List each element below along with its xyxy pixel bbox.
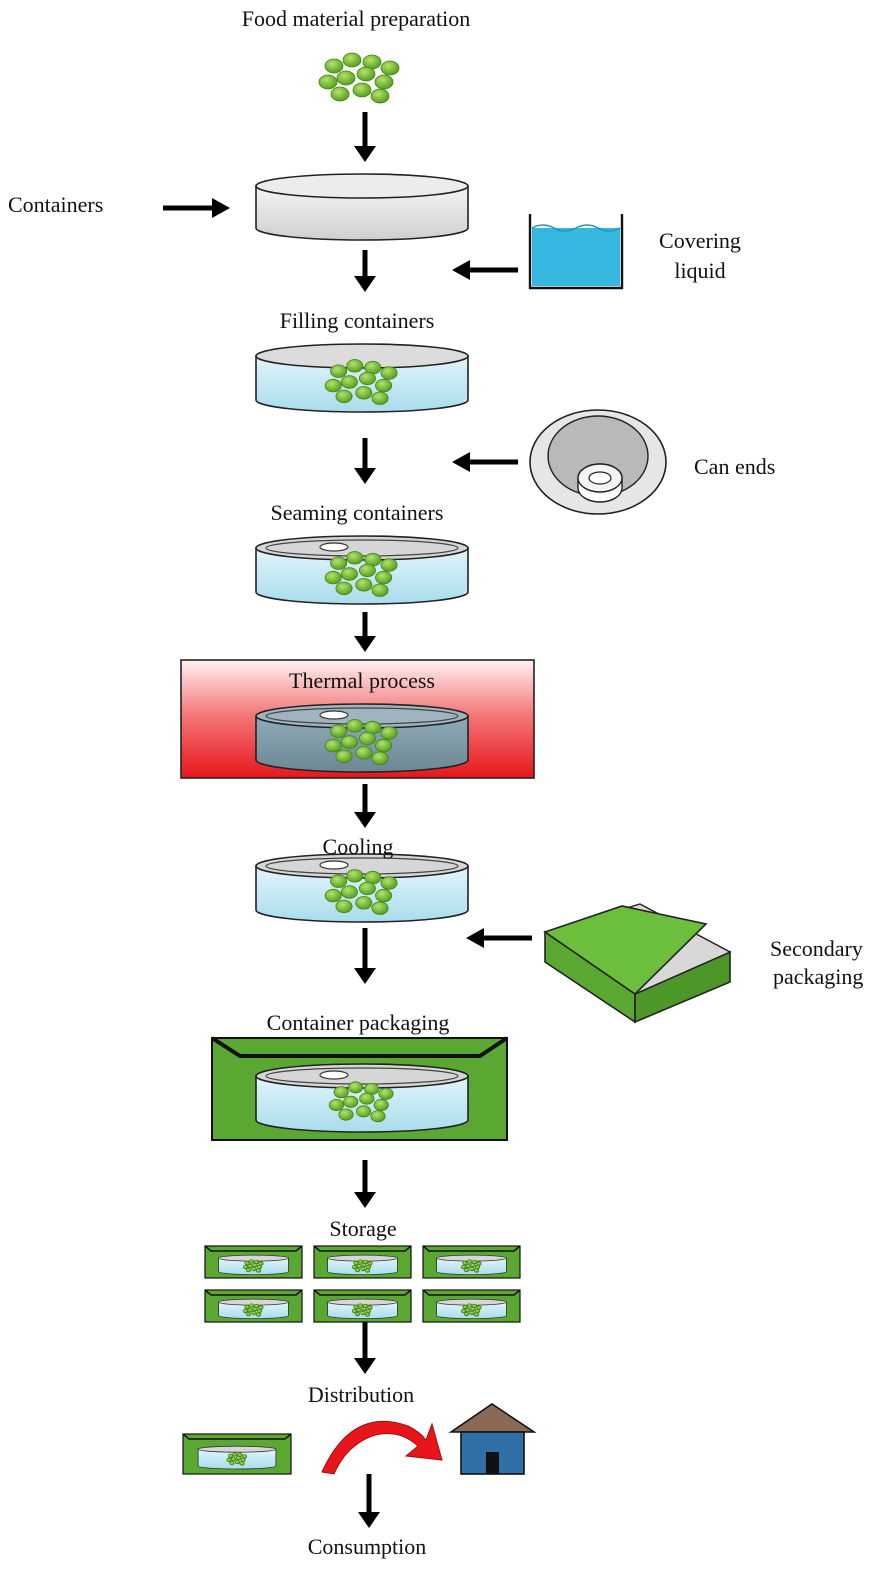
label-food-material-preparation: Food material preparation (241, 6, 471, 31)
label-secondary-packaging-line2: packaging (773, 964, 864, 989)
secondary-packaging-box-icon (543, 903, 732, 1024)
cooled-container-icon (255, 853, 469, 923)
storage-stack-icon (204, 1245, 521, 1323)
packaged-container-icon (255, 1063, 469, 1133)
peas-icon (351, 1259, 373, 1273)
label-container-packaging: Container packaging (266, 1010, 450, 1035)
label-seaming-containers: Seaming containers (270, 500, 444, 525)
down-arrow-2 (354, 250, 376, 292)
down-arrow-7 (354, 1160, 376, 1208)
down-arrow-1 (354, 112, 376, 162)
peas-icon (351, 1303, 373, 1317)
arrow-covering-liquid-in (452, 260, 518, 280)
label-covering-liquid-line2: liquid (674, 258, 726, 283)
distribution-package-icon (182, 1433, 292, 1475)
empty-container-icon (255, 173, 469, 241)
label-filling-containers: Filling containers (279, 308, 435, 333)
heated-container-icon (255, 703, 469, 773)
label-consumption: Consumption (307, 1534, 427, 1559)
stored-package-5 (313, 1289, 412, 1323)
filled-container-icon (255, 343, 469, 413)
down-arrow-8 (354, 1320, 376, 1374)
arrow-secondary-packaging-in (466, 928, 532, 948)
thermal-process-box (180, 659, 535, 779)
peas-icon (460, 1259, 482, 1273)
seamed-container-icon (255, 535, 469, 605)
label-containers: Containers (8, 192, 104, 217)
peas-icon (324, 359, 398, 405)
peas-icon (226, 1452, 248, 1466)
arrow-can-ends-in (452, 452, 518, 472)
down-arrow-4 (354, 612, 376, 652)
label-thermal-process: Thermal process (289, 668, 435, 693)
peas-icon (460, 1303, 482, 1317)
stored-package-2 (313, 1245, 412, 1279)
stored-package-1 (204, 1245, 303, 1279)
peas-icon (324, 719, 398, 765)
covering-liquid-icon (528, 214, 624, 290)
stored-package-6 (422, 1289, 521, 1323)
label-cooling: Cooling (322, 834, 394, 859)
house-icon (448, 1403, 537, 1475)
peas-icon (242, 1303, 264, 1317)
peas-icon (318, 52, 400, 104)
down-arrow-9 (358, 1474, 380, 1528)
distribution-arrow-icon (321, 1420, 443, 1475)
peas-icon (242, 1259, 264, 1273)
arrow-containers-in (163, 198, 230, 218)
label-secondary-packaging-line1: Secondary (770, 936, 863, 961)
down-arrow-3 (354, 438, 376, 484)
label-covering-liquid-line1: Covering (659, 228, 741, 253)
label-storage: Storage (329, 1216, 397, 1241)
container-packaging-icon (210, 1036, 509, 1141)
stored-package-3 (422, 1245, 521, 1279)
can-ends-icon (529, 409, 667, 515)
process-illustrations (180, 52, 732, 1475)
down-arrow-6 (354, 928, 376, 984)
down-arrow-5 (354, 784, 376, 828)
peas-icon (324, 551, 398, 597)
peas-icon (328, 1081, 394, 1123)
peas-icon (324, 869, 398, 915)
flow-arrows (163, 112, 532, 1528)
stored-package-4 (204, 1289, 303, 1323)
label-can-ends: Can ends (694, 454, 776, 479)
label-distribution: Distribution (307, 1382, 415, 1407)
